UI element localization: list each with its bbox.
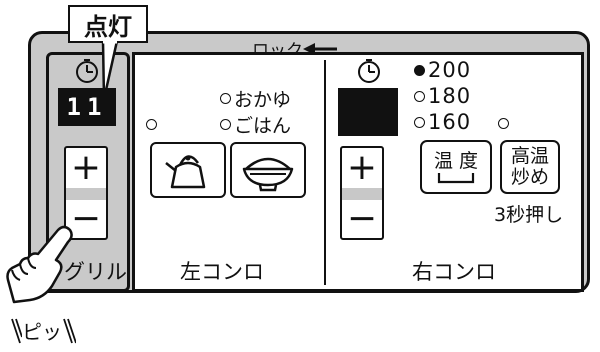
right-burner-display — [338, 88, 398, 136]
temp-160-indicator — [414, 116, 425, 128]
rice-bowl-icon — [242, 157, 294, 192]
sound-lines-right — [63, 318, 76, 343]
stirfry-button[interactable]: 高温 炒め — [500, 140, 560, 194]
burner-divider — [324, 60, 326, 285]
grill-stepper: + − — [64, 146, 108, 240]
temp-option-160[interactable]: 160 — [414, 110, 471, 134]
right-minus-button[interactable]: − — [346, 197, 378, 239]
grill-plus-button[interactable]: + — [70, 147, 102, 188]
arrow-left-icon — [303, 42, 337, 55]
beep-sound: ピッ — [10, 316, 76, 345]
left-burner-indicator — [146, 119, 157, 130]
pan-icon — [437, 172, 475, 183]
sound-lines-left — [11, 318, 22, 343]
lit-callout: 点灯 — [68, 5, 148, 43]
mode-gohan[interactable]: ごはん — [220, 111, 291, 138]
kettle-icon — [165, 155, 206, 189]
hand-pointer-icon — [6, 225, 73, 304]
right-plus-button[interactable]: + — [346, 147, 378, 188]
temp-200-indicator — [414, 64, 425, 76]
grill-stepper-divider — [66, 188, 106, 200]
temp-option-180[interactable]: 180 — [414, 84, 471, 108]
grill-minus-button[interactable]: − — [70, 197, 102, 239]
right-burner-indicator — [498, 118, 509, 129]
temp-180-indicator — [414, 90, 425, 102]
right-timer-icon — [358, 59, 380, 83]
mode-okayu-indicator — [220, 93, 231, 104]
left-burner-label: 左コンロ — [180, 260, 264, 284]
mode-okayu[interactable]: おかゆ — [220, 85, 291, 112]
grill-label: グリル — [64, 260, 127, 284]
temp-option-200[interactable]: 200 — [414, 58, 471, 82]
temperature-button[interactable]: 温 度 — [420, 140, 492, 194]
callout-pointer — [101, 41, 119, 101]
right-stepper-divider — [342, 188, 382, 200]
timer-icon — [76, 59, 98, 83]
rice-bowl-button[interactable] — [230, 142, 306, 198]
hold-note: 3秒押し — [494, 204, 564, 226]
right-burner-stepper: + − — [340, 146, 384, 240]
mode-gohan-indicator — [220, 119, 231, 130]
grill-display: 11 — [58, 88, 116, 126]
right-burner-label: 右コンロ — [412, 260, 496, 284]
kettle-button[interactable] — [150, 142, 226, 198]
